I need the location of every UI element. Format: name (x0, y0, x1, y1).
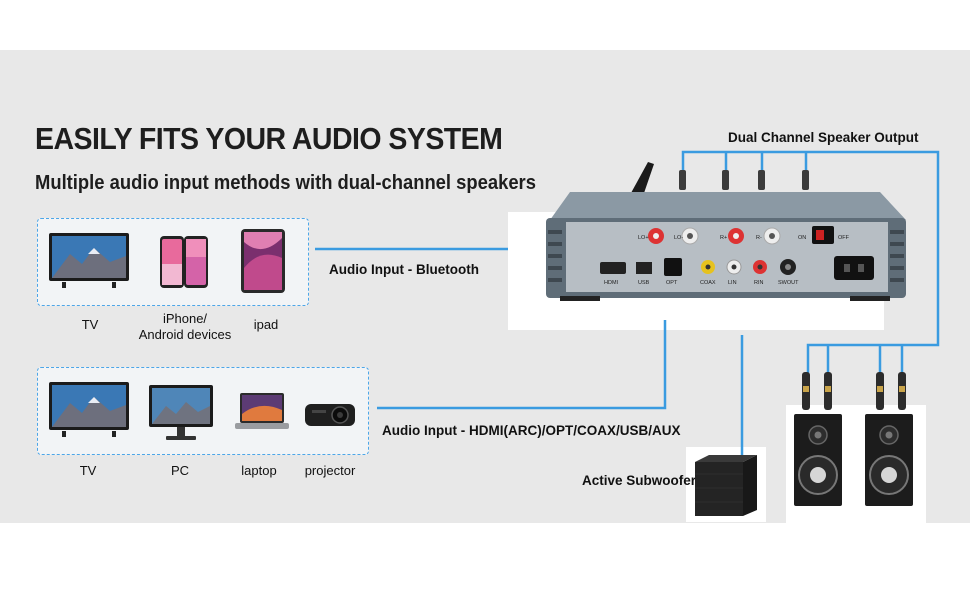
laptop-icon (235, 393, 289, 429)
projector-icon (305, 404, 355, 426)
speaker-left-icon (794, 414, 842, 506)
speaker-right-icon (865, 414, 913, 506)
page-subtitle: Multiple audio input methods with dual-c… (35, 172, 536, 194)
svg-text:COAX: COAX (700, 280, 716, 286)
tv-icon (49, 382, 129, 437)
svg-text:OFF: OFF (838, 235, 850, 241)
speaker-output-label: Dual Channel Speaker Output (728, 130, 919, 145)
svg-text:R+: R+ (720, 235, 727, 241)
subwoofer-icon (695, 455, 757, 516)
device-label-ipad: ipad (253, 317, 279, 332)
bluetooth-input-label: Audio Input - Bluetooth (329, 262, 479, 277)
device-label-tv: TV (79, 463, 97, 478)
device-label-laptop: laptop (241, 463, 277, 478)
device-label-smartphones: iPhone/ Android devices (138, 311, 232, 342)
subwoofer-label: Active Subwoofer (582, 473, 697, 488)
speaker-output-plugs (679, 170, 809, 190)
tv-icon (49, 233, 129, 288)
svg-text:R-: R- (756, 235, 762, 241)
device-label-pc: PC (170, 463, 190, 478)
speaker-output-wire (681, 150, 940, 380)
svg-text:SWOUT: SWOUT (778, 280, 799, 286)
speaker-rca-plugs (802, 372, 906, 410)
svg-text:OPT: OPT (666, 280, 678, 286)
page-title: EASILY FITS YOUR AUDIO SYSTEM (35, 121, 503, 156)
smartphones-icon (160, 236, 208, 288)
svg-text:ON: ON (798, 235, 806, 241)
svg-text:LIN: LIN (728, 280, 737, 286)
svg-text:LO-: LO- (674, 235, 683, 241)
amplifier-unit: HDMI USB OPT COAX LIN RIN SWOUT LO+ LO- R+ R- ON… (546, 162, 906, 301)
svg-text:HDMI: HDMI (604, 280, 619, 286)
device-label-projector: projector (304, 463, 356, 478)
wired-input-wire (377, 320, 667, 410)
svg-text:USB: USB (638, 280, 650, 286)
device-label-tv: TV (81, 317, 99, 332)
svg-text:LO+: LO+ (638, 235, 649, 241)
svg-text:RIN: RIN (754, 280, 764, 286)
wired-input-label: Audio Input - HDMI(ARC)/OPT/COAX/USB/AUX (382, 423, 681, 438)
tablet-icon (241, 229, 285, 293)
monitor-icon (149, 385, 213, 440)
